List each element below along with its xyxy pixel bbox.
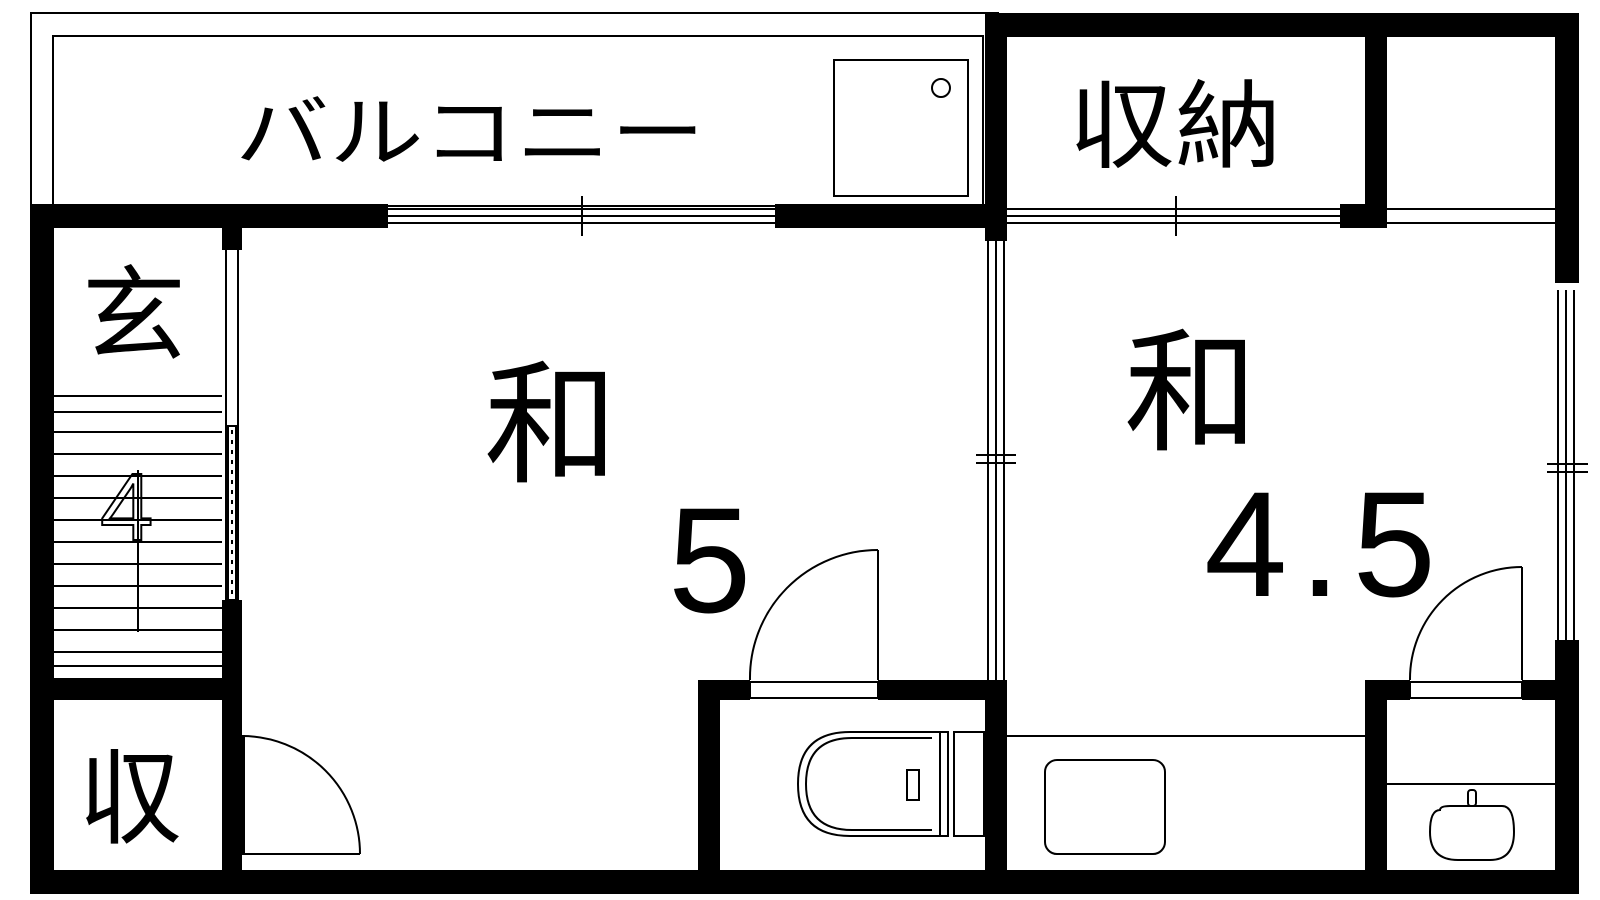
stair-mark-label: 4 [100, 454, 153, 561]
wash-basin-icon [1387, 783, 1555, 861]
balcony-drain-icon [833, 59, 969, 197]
staircase [54, 395, 222, 667]
storage-top-label: 収納 [1068, 71, 1282, 183]
door-swings [241, 549, 1523, 855]
entrance-label: 玄 [82, 255, 186, 377]
washitsu-right-kind-label: 和 [1124, 316, 1258, 472]
washitsu-left-kind-label: 和 [484, 348, 618, 504]
bathtub-icon [1007, 735, 1365, 855]
storage-small-label: 収 [78, 738, 182, 860]
washitsu-right-size-label: 4.5 [1204, 460, 1436, 628]
sliding-windows [225, 196, 1588, 680]
washitsu-left-size-label: 5 [668, 476, 751, 644]
walls [30, 13, 1579, 894]
balcony-label: バルコニー [235, 89, 705, 179]
toilet-icon [796, 731, 985, 837]
